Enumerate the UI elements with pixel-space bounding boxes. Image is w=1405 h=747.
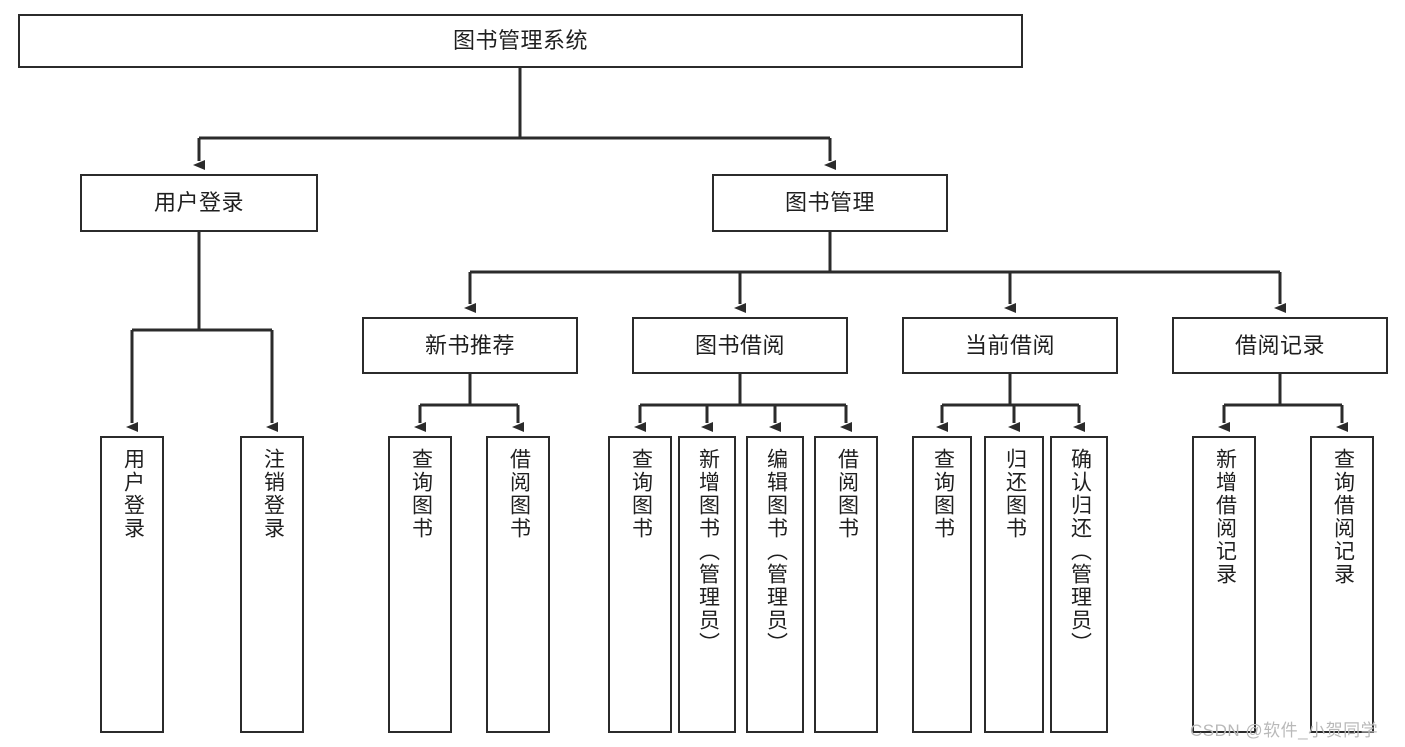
leaf-node-leaf-query-book-2[interactable]: 查询图书 bbox=[608, 436, 672, 733]
node-label: 新增借阅记录 bbox=[1213, 448, 1237, 586]
node-label: 借阅图书 bbox=[835, 448, 859, 540]
node-label: 查询借阅记录 bbox=[1331, 448, 1355, 586]
node-label: 新增图书（管理员） bbox=[696, 448, 720, 655]
node-label: 图书管理系统 bbox=[452, 28, 588, 54]
node-label: 借阅记录 bbox=[1234, 332, 1325, 358]
leaf-node-leaf-edit-book[interactable]: 编辑图书（管理员） bbox=[746, 436, 804, 733]
node-label: 用户登录 bbox=[121, 448, 145, 540]
leaf-node-leaf-borrow-book-2[interactable]: 借阅图书 bbox=[814, 436, 878, 733]
leaf-node-leaf-query-record[interactable]: 查询借阅记录 bbox=[1310, 436, 1374, 733]
leaf-node-leaf-query-book-3[interactable]: 查询图书 bbox=[912, 436, 972, 733]
node-label: 注销登录 bbox=[261, 448, 285, 540]
node-label: 用户登录 bbox=[153, 190, 244, 216]
node-label: 图书借阅 bbox=[694, 332, 785, 358]
leaf-node-leaf-return-book[interactable]: 归还图书 bbox=[984, 436, 1044, 733]
leaf-node-leaf-add-book[interactable]: 新增图书（管理员） bbox=[678, 436, 736, 733]
level3-node-current-borrow[interactable]: 当前借阅 bbox=[902, 317, 1118, 374]
connector-group bbox=[126, 68, 1348, 432]
node-label: 图书管理 bbox=[784, 190, 875, 216]
node-label: 查询图书 bbox=[931, 448, 955, 540]
node-label: 当前借阅 bbox=[964, 332, 1055, 358]
node-label: 查询图书 bbox=[409, 448, 433, 540]
level2-node-user-login[interactable]: 用户登录 bbox=[80, 174, 318, 232]
root-node-undefined[interactable]: 图书管理系统 bbox=[18, 14, 1023, 68]
node-label: 新书推荐 bbox=[424, 332, 515, 358]
leaf-node-leaf-confirm-return[interactable]: 确认归还（管理员） bbox=[1050, 436, 1108, 733]
leaf-node-leaf-user-login[interactable]: 用户登录 bbox=[100, 436, 164, 733]
level3-node-borrow-record[interactable]: 借阅记录 bbox=[1172, 317, 1388, 374]
node-label: 查询图书 bbox=[629, 448, 653, 540]
level3-node-book-borrow[interactable]: 图书借阅 bbox=[632, 317, 848, 374]
node-label: 编辑图书（管理员） bbox=[764, 448, 788, 655]
node-label: 确认归还（管理员） bbox=[1068, 448, 1092, 655]
leaf-node-leaf-borrow-book-1[interactable]: 借阅图书 bbox=[486, 436, 550, 733]
leaf-node-leaf-query-book-1[interactable]: 查询图书 bbox=[388, 436, 452, 733]
node-label: 借阅图书 bbox=[507, 448, 531, 540]
level2-node-book-manage[interactable]: 图书管理 bbox=[712, 174, 948, 232]
leaf-node-leaf-add-record[interactable]: 新增借阅记录 bbox=[1192, 436, 1256, 733]
leaf-node-leaf-user-logout[interactable]: 注销登录 bbox=[240, 436, 304, 733]
node-label: 归还图书 bbox=[1003, 448, 1027, 540]
level3-node-new-book-rec[interactable]: 新书推荐 bbox=[362, 317, 578, 374]
